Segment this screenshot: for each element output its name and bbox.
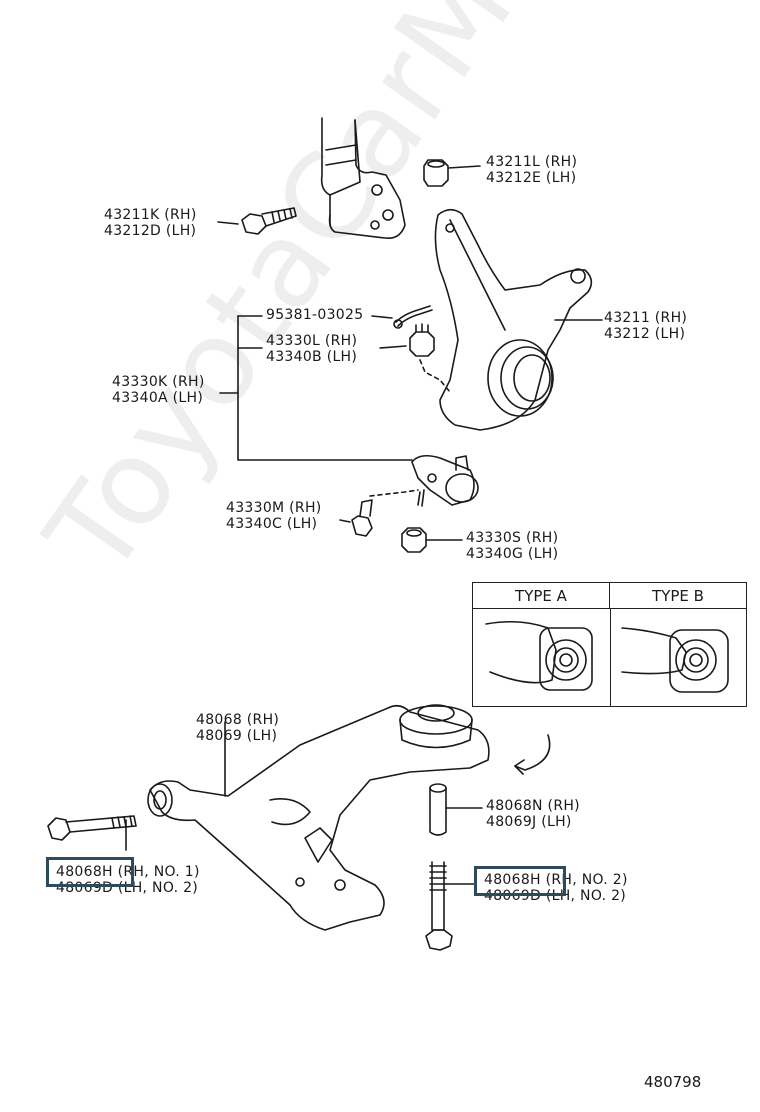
document-number: 480798 (644, 1073, 702, 1091)
label-43211L: 43211L (RH) (486, 154, 578, 170)
part-code-48068H-left: 48068H (56, 864, 113, 880)
label-43340C: 43340C (LH) (226, 516, 318, 532)
highlight-box-right (474, 866, 566, 896)
part-desc-48068H-right: (RH, NO. 2) (540, 872, 628, 888)
label-43330K: 43330K (RH) (112, 374, 205, 390)
bracket-lines (219, 315, 413, 461)
bolt-43330M-drawing (339, 499, 373, 537)
bolt-43211K-drawing (217, 207, 297, 235)
steering-knuckle-drawing (434, 208, 603, 431)
lower-arm-drawing (147, 704, 490, 931)
type-a-drawing (485, 620, 593, 691)
strut-drawing (320, 117, 406, 240)
label-48069D-right: 48069D (LH, NO. 2) (484, 888, 627, 904)
highlight-box-left (46, 857, 134, 887)
type-a-header: TYPE A (473, 583, 610, 609)
castle-nut-drawing (409, 323, 435, 357)
label-48068: 48068 (RH) (196, 712, 280, 728)
bolt-right-drawing (425, 861, 475, 951)
label-43340A: 43340A (LH) (112, 390, 204, 406)
nut-43330S-drawing (401, 527, 463, 553)
type-b-drawing (621, 627, 729, 693)
label-43212: 43212 (LH) (604, 326, 686, 342)
dashed-guide-2 (369, 489, 419, 497)
label-43330L: 43330L (RH) (266, 333, 358, 349)
bushing-drawing (429, 783, 483, 836)
label-43212D: 43212D (LH) (104, 223, 197, 239)
cotter-pin-drawing (393, 305, 433, 329)
label-43330S: 43330S (RH) (466, 530, 559, 546)
label-43340B: 43340B (LH) (266, 349, 358, 365)
label-43212E: 43212E (LH) (486, 170, 577, 186)
label-43211: 43211 (RH) (604, 310, 688, 326)
label-48068H-right: 48068H (RH, NO. 2) (484, 872, 628, 889)
curved-arrow-drawing (514, 734, 551, 775)
type-inset-table: TYPE A TYPE B (472, 582, 747, 707)
dashed-guide (419, 359, 451, 393)
part-code-48068H-right: 48068H (484, 872, 541, 888)
bolt-left-drawing (47, 815, 137, 851)
label-43211K: 43211K (RH) (104, 207, 197, 223)
label-95381: 95381-03025 (266, 307, 364, 323)
label-48068N: 48068N (RH) (486, 798, 580, 814)
nut-43211L-drawing (423, 159, 481, 187)
label-43330M: 43330M (RH) (226, 500, 322, 516)
label-43340G: 43340G (LH) (466, 546, 559, 562)
label-48069J: 48069J (LH) (486, 814, 572, 830)
type-b-header: TYPE B (610, 583, 746, 609)
label-48069: 48069 (LH) (196, 728, 278, 744)
type-divider (610, 609, 611, 706)
ball-joint-drawing (411, 454, 479, 507)
